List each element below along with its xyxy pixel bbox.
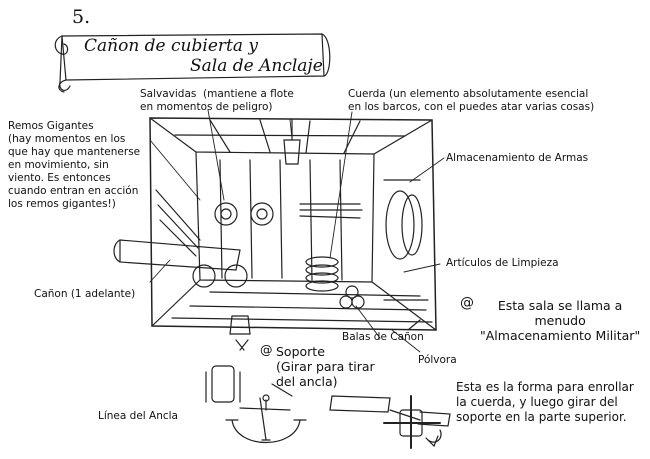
right-wall-items xyxy=(384,180,428,300)
title-line-1: Cañon de cubierta y xyxy=(84,36,258,56)
label-remos-gigantes: Remos Gigantes (hay momentos en los que … xyxy=(8,120,140,211)
label-canon: Cañon (1 adelante) xyxy=(34,288,135,301)
cannonballs xyxy=(340,286,364,308)
lamp xyxy=(284,120,300,164)
title-line-2: Sala de Anclaje xyxy=(190,56,323,76)
spiral-icon: @ xyxy=(460,296,474,311)
label-almacenamiento-armas: Almacenamiento de Armas xyxy=(446,152,588,165)
label-balas: Balas de Cañon xyxy=(342,331,424,344)
spiral-icon-soporte: @ xyxy=(260,342,273,357)
rope-winding-diagram xyxy=(330,396,450,448)
label-cuerda: Cuerda (un elemento absolutamente esenci… xyxy=(348,88,594,114)
leader-lines xyxy=(150,110,444,352)
arrow-marker xyxy=(236,340,248,350)
label-enrollar: Esta es la forma para enrollar la cuerda… xyxy=(456,380,634,425)
weapon-rack xyxy=(300,204,362,218)
room-frame xyxy=(150,118,436,330)
label-sala-nombre: Esta sala se llama a menudo "Almacenamie… xyxy=(480,298,640,343)
label-polvora: Pólvora xyxy=(418,354,457,367)
label-soporte: Soporte (Girar para tirar del ancla) xyxy=(276,344,375,389)
label-salvavidas: Salvavidas (mantiene a flote en momentos… xyxy=(140,88,294,114)
rope-coil xyxy=(306,257,338,291)
label-linea-ancla: Línea del Ancla xyxy=(98,410,178,423)
label-articulos-limpieza: Artículos de Limpieza xyxy=(446,257,559,270)
lifebuoys xyxy=(215,203,273,225)
